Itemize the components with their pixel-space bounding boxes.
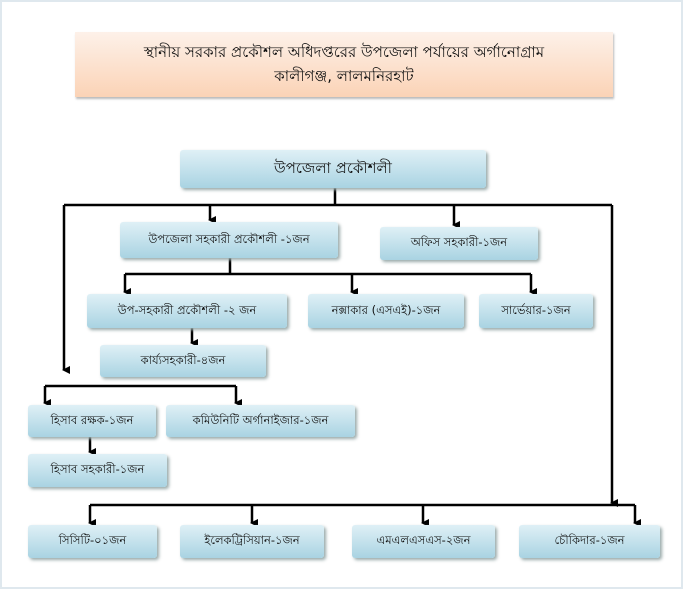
- title-line-2: কালীগঞ্জ, লালমনিরহাট: [274, 67, 414, 85]
- node-electrician: ইলেকট্রিসিয়ান-১জন: [180, 525, 324, 558]
- node-accountant: হিসাব রক্ষক-১জন: [28, 405, 156, 437]
- node-draftsman: নক্সাকার (এসএই)-১জন: [308, 294, 464, 328]
- node-guard: চৌকিদার-১জন: [519, 525, 660, 558]
- node-asst-engineer: উপজেলা সহকারী প্রকৌশলী -১জন: [120, 222, 338, 258]
- node-work-asst: কার্য্যসহকারী-৪জন: [100, 345, 266, 377]
- node-office-asst: অফিস সহকারী-১জন: [380, 227, 538, 260]
- node-sub-asst-engineer: উপ-সহকারী প্রকৌশলী -২ জন: [87, 294, 287, 328]
- node-surveyor: সার্ভেয়ার-১জন: [479, 294, 593, 328]
- chart-title: স্থানীয় সরকার প্রকৌশল অধিদপ্তরের উপজেলা…: [75, 32, 613, 97]
- node-community-organizer: কমিউনিটি অর্গানাইজার-১জন: [166, 405, 355, 437]
- title-line-1: স্থানীয় সরকার প্রকৌশল অধিদপ্তরের উপজেলা…: [143, 43, 545, 61]
- node-cct: সিসিটি-০১জন: [28, 525, 157, 558]
- node-upazila-engineer: উপজেলা প্রকৌশলী: [180, 150, 486, 188]
- node-accounts-asst: হিসাব সহকারী-১জন: [28, 454, 167, 487]
- node-mlss: এমএলএসএস-২জন: [352, 525, 495, 558]
